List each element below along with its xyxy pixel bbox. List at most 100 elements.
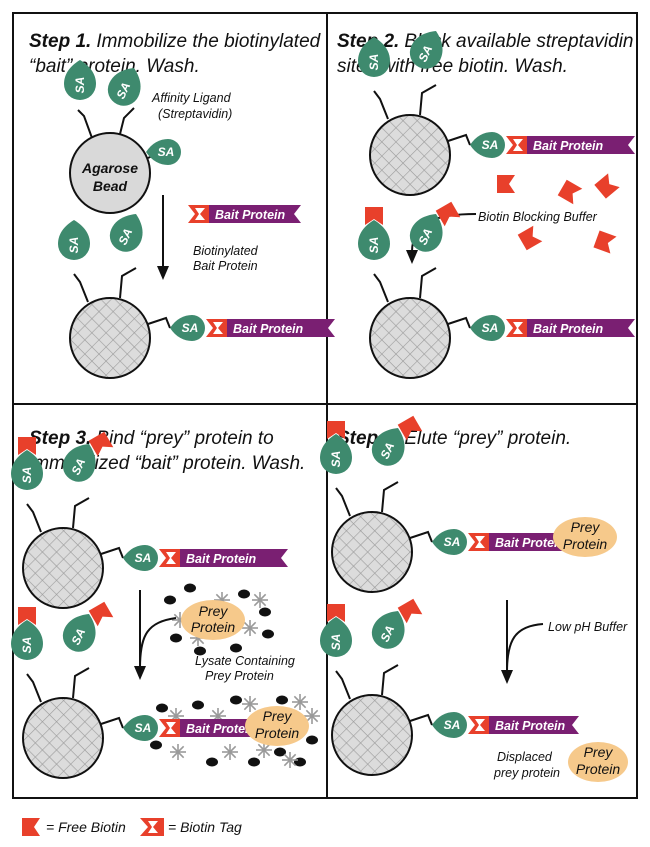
lysate-particle bbox=[259, 607, 271, 617]
biotin-tag-icon bbox=[159, 719, 181, 737]
lysate-star bbox=[282, 752, 298, 768]
affinity-ligand-label: Affinity Ligand bbox=[151, 91, 232, 105]
step-3-title: Step 3.Bind “prey” protein to immobilize… bbox=[29, 428, 305, 474]
lysate-label: Lysate Containing bbox=[195, 654, 295, 668]
sa-label: SA bbox=[135, 551, 152, 565]
bait-protein-bar: Bait Protein bbox=[180, 549, 288, 567]
prey-label: Prey bbox=[199, 603, 229, 619]
bait-protein-label: Bait Protein bbox=[495, 719, 566, 733]
free-biotin-icon bbox=[517, 225, 543, 251]
streptavidin-icon: SA bbox=[358, 220, 390, 260]
streptavidin-icon: SA bbox=[432, 529, 467, 555]
bound-prey-blob: Prey Protein bbox=[245, 706, 309, 746]
streptavidin-icon: SA bbox=[123, 715, 158, 741]
streptavidin-icon: SA bbox=[409, 31, 443, 69]
free-biotin-icon bbox=[88, 431, 114, 457]
streptavidin-icon: SA bbox=[123, 545, 158, 571]
free-biotin-icon bbox=[327, 604, 345, 622]
step-3-panel: SA SA SA Bait Protein Prey Protein Lysate C… bbox=[11, 431, 320, 779]
linker-line bbox=[147, 316, 171, 329]
streptavidin-icon: SA bbox=[371, 428, 405, 466]
streptavidin-icon: SA bbox=[320, 617, 352, 657]
bait-protein-label: Bait Protein bbox=[186, 552, 257, 566]
lysate-star bbox=[252, 592, 268, 608]
bead-with-bait-bottom: SA SA SA Bait Protein bbox=[320, 598, 579, 776]
streptavidin-icon: SA bbox=[62, 444, 96, 482]
streptavidin-icon: SA bbox=[470, 315, 505, 341]
sa-label: SA bbox=[367, 54, 381, 71]
agarose-bead bbox=[22, 697, 104, 779]
biotin-tag-icon bbox=[140, 818, 164, 836]
prey-label: Prey bbox=[584, 744, 614, 760]
step-2-line2: sites with free biotin. Wash. bbox=[337, 56, 568, 77]
linker-line bbox=[72, 667, 90, 699]
lysate-particle bbox=[192, 700, 204, 710]
linker-line bbox=[100, 546, 124, 559]
biotin-tag-icon bbox=[506, 136, 528, 154]
lysate-particle bbox=[184, 583, 196, 593]
free-biotin-icon bbox=[18, 607, 36, 625]
streptavidin-icon: SA bbox=[146, 139, 181, 165]
bead-label: Bead bbox=[93, 178, 128, 194]
sa-label: SA bbox=[69, 626, 89, 647]
lysate-particle bbox=[276, 695, 288, 705]
bait-protein-label: Bait Protein bbox=[495, 536, 566, 550]
protein-label: Protein bbox=[255, 725, 300, 741]
lysate-star bbox=[242, 696, 258, 712]
free-biotin-icon bbox=[327, 421, 345, 439]
linker-line bbox=[73, 273, 89, 303]
blocking-buffer-label: Biotin Blocking Buffer bbox=[478, 210, 598, 224]
free-biotin-icon bbox=[22, 818, 40, 836]
agarose-bead bbox=[369, 297, 451, 379]
free-biotin-icon bbox=[365, 207, 383, 225]
agarose-label: Agarose bbox=[81, 160, 138, 176]
sa-label: SA bbox=[67, 237, 81, 254]
streptavidin-icon: SA bbox=[170, 315, 205, 341]
streptavidin-icon: SA bbox=[432, 712, 467, 738]
agarose-bead bbox=[22, 527, 104, 609]
free-biotin-icon bbox=[397, 598, 423, 624]
biotin-tag-icon bbox=[468, 716, 490, 734]
linker-line bbox=[100, 716, 124, 729]
step-1-panel: Agarose Bead SA SA SA Affinity Ligand (Str… bbox=[58, 60, 335, 379]
lysate-particle bbox=[156, 703, 168, 713]
sa-label: SA bbox=[135, 721, 152, 735]
svg-text:Step 1.Immobilize the biotinyl: Step 1.Immobilize the biotinylated bbox=[29, 31, 322, 52]
lysate-particle bbox=[194, 646, 206, 656]
linker-line bbox=[335, 487, 351, 517]
sa-label: SA bbox=[329, 451, 343, 468]
bait-protein-label: Bait Protein bbox=[186, 722, 257, 736]
sa-label: SA bbox=[444, 535, 461, 549]
svg-text:Step 4.Elute “prey” protein.: Step 4.Elute “prey” protein. bbox=[337, 428, 571, 449]
svg-text:Step 3.Bind “prey” protein to: Step 3.Bind “prey” protein to bbox=[29, 428, 274, 449]
lysate-particle bbox=[230, 695, 242, 705]
prey-protein-attached: Prey Protein bbox=[553, 517, 617, 557]
linker-line bbox=[373, 273, 389, 303]
agarose-bead bbox=[331, 694, 413, 776]
sa-label: SA bbox=[416, 226, 436, 247]
low-ph-buffer-label: Low pH Buffer bbox=[548, 620, 628, 634]
streptavidin-icon: SA bbox=[11, 620, 43, 660]
step-4-line1: Elute “prey” protein. bbox=[404, 428, 571, 449]
step-3-number: Step 3. bbox=[29, 428, 91, 449]
bait-protein-bar: Bait Protein bbox=[227, 319, 335, 337]
linker-line bbox=[419, 267, 437, 299]
streptavidin-label: (Streptavidin) bbox=[158, 107, 232, 121]
step-1-number: Step 1. bbox=[29, 31, 91, 52]
legend-free-biotin: = Free Biotin bbox=[46, 819, 126, 835]
step-4-panel: SA SA SA Bait Protein Prey Protein Low pH B… bbox=[320, 415, 628, 782]
free-biotin-icon bbox=[593, 230, 617, 254]
sa-label: SA bbox=[378, 623, 398, 644]
step-1-line2: “bait” protein. Wash. bbox=[29, 56, 200, 77]
streptavidin-icon: SA bbox=[64, 60, 96, 100]
linker-line bbox=[373, 90, 389, 120]
linker-line bbox=[409, 713, 433, 726]
outer-frame bbox=[12, 12, 638, 799]
step-4-title: Step 4.Elute “prey” protein. bbox=[337, 428, 571, 449]
